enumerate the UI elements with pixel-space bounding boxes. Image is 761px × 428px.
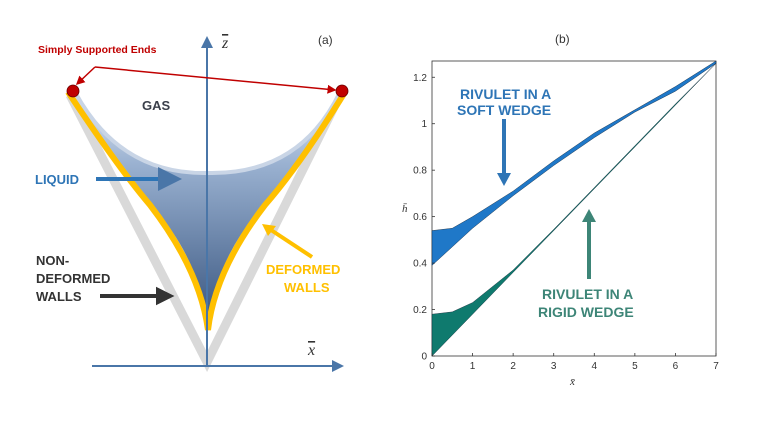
- x-tick-label: 3: [551, 361, 557, 372]
- y-tick-label: 1.2: [413, 73, 427, 84]
- x-tick-label: 5: [632, 361, 638, 372]
- x-axis-label: x: [307, 342, 315, 359]
- x-axis-label: x̄: [569, 376, 575, 388]
- support-right-icon: [335, 84, 349, 98]
- y-tick-label: 0: [421, 352, 427, 363]
- annotation-rigid-1: RIVULET IN A: [542, 286, 633, 302]
- x-tick-label: 0: [429, 361, 435, 372]
- annotation-soft-1: RIVULET IN A: [460, 86, 551, 102]
- y-tick-label: 1: [421, 119, 427, 130]
- deformed-label-2: WALLS: [284, 280, 330, 295]
- gas-label: GAS: [142, 98, 171, 113]
- nondeformed-label-1: NON-: [36, 253, 69, 268]
- y-tick-label: 0.2: [413, 305, 427, 316]
- y-tick-label: 0.8: [413, 166, 427, 177]
- y-tick-label: 0.4: [413, 259, 427, 270]
- x-tick-label: 2: [510, 361, 516, 372]
- nondeformed-label-2: DEFORMED: [36, 271, 110, 286]
- x-tick-label: 1: [470, 361, 476, 372]
- nondeformed-label-3: WALLS: [36, 289, 82, 304]
- deformed-label-1: DEFORMED: [266, 262, 340, 277]
- panel-b-label: (b): [555, 32, 570, 46]
- y-axis-label: h̄: [402, 203, 408, 215]
- annotation-rigid-2: RIGID WEDGE: [538, 304, 634, 320]
- x-tick-label: 6: [673, 361, 679, 372]
- annotation-soft-2: SOFT WEDGE: [457, 102, 551, 118]
- x-tick-label: 4: [592, 361, 598, 372]
- support-left-icon: [66, 84, 80, 98]
- plot-area: [431, 60, 717, 357]
- liquid-label: LIQUID: [35, 172, 79, 187]
- panel-a-label: (a): [318, 33, 333, 47]
- band-rigid-wedge: [431, 63, 717, 357]
- y-tick-label: 0.6: [413, 212, 427, 223]
- supports-label: Simply Supported Ends: [38, 44, 157, 56]
- z-axis-label: z: [221, 35, 229, 52]
- x-tick-label: 7: [713, 361, 719, 372]
